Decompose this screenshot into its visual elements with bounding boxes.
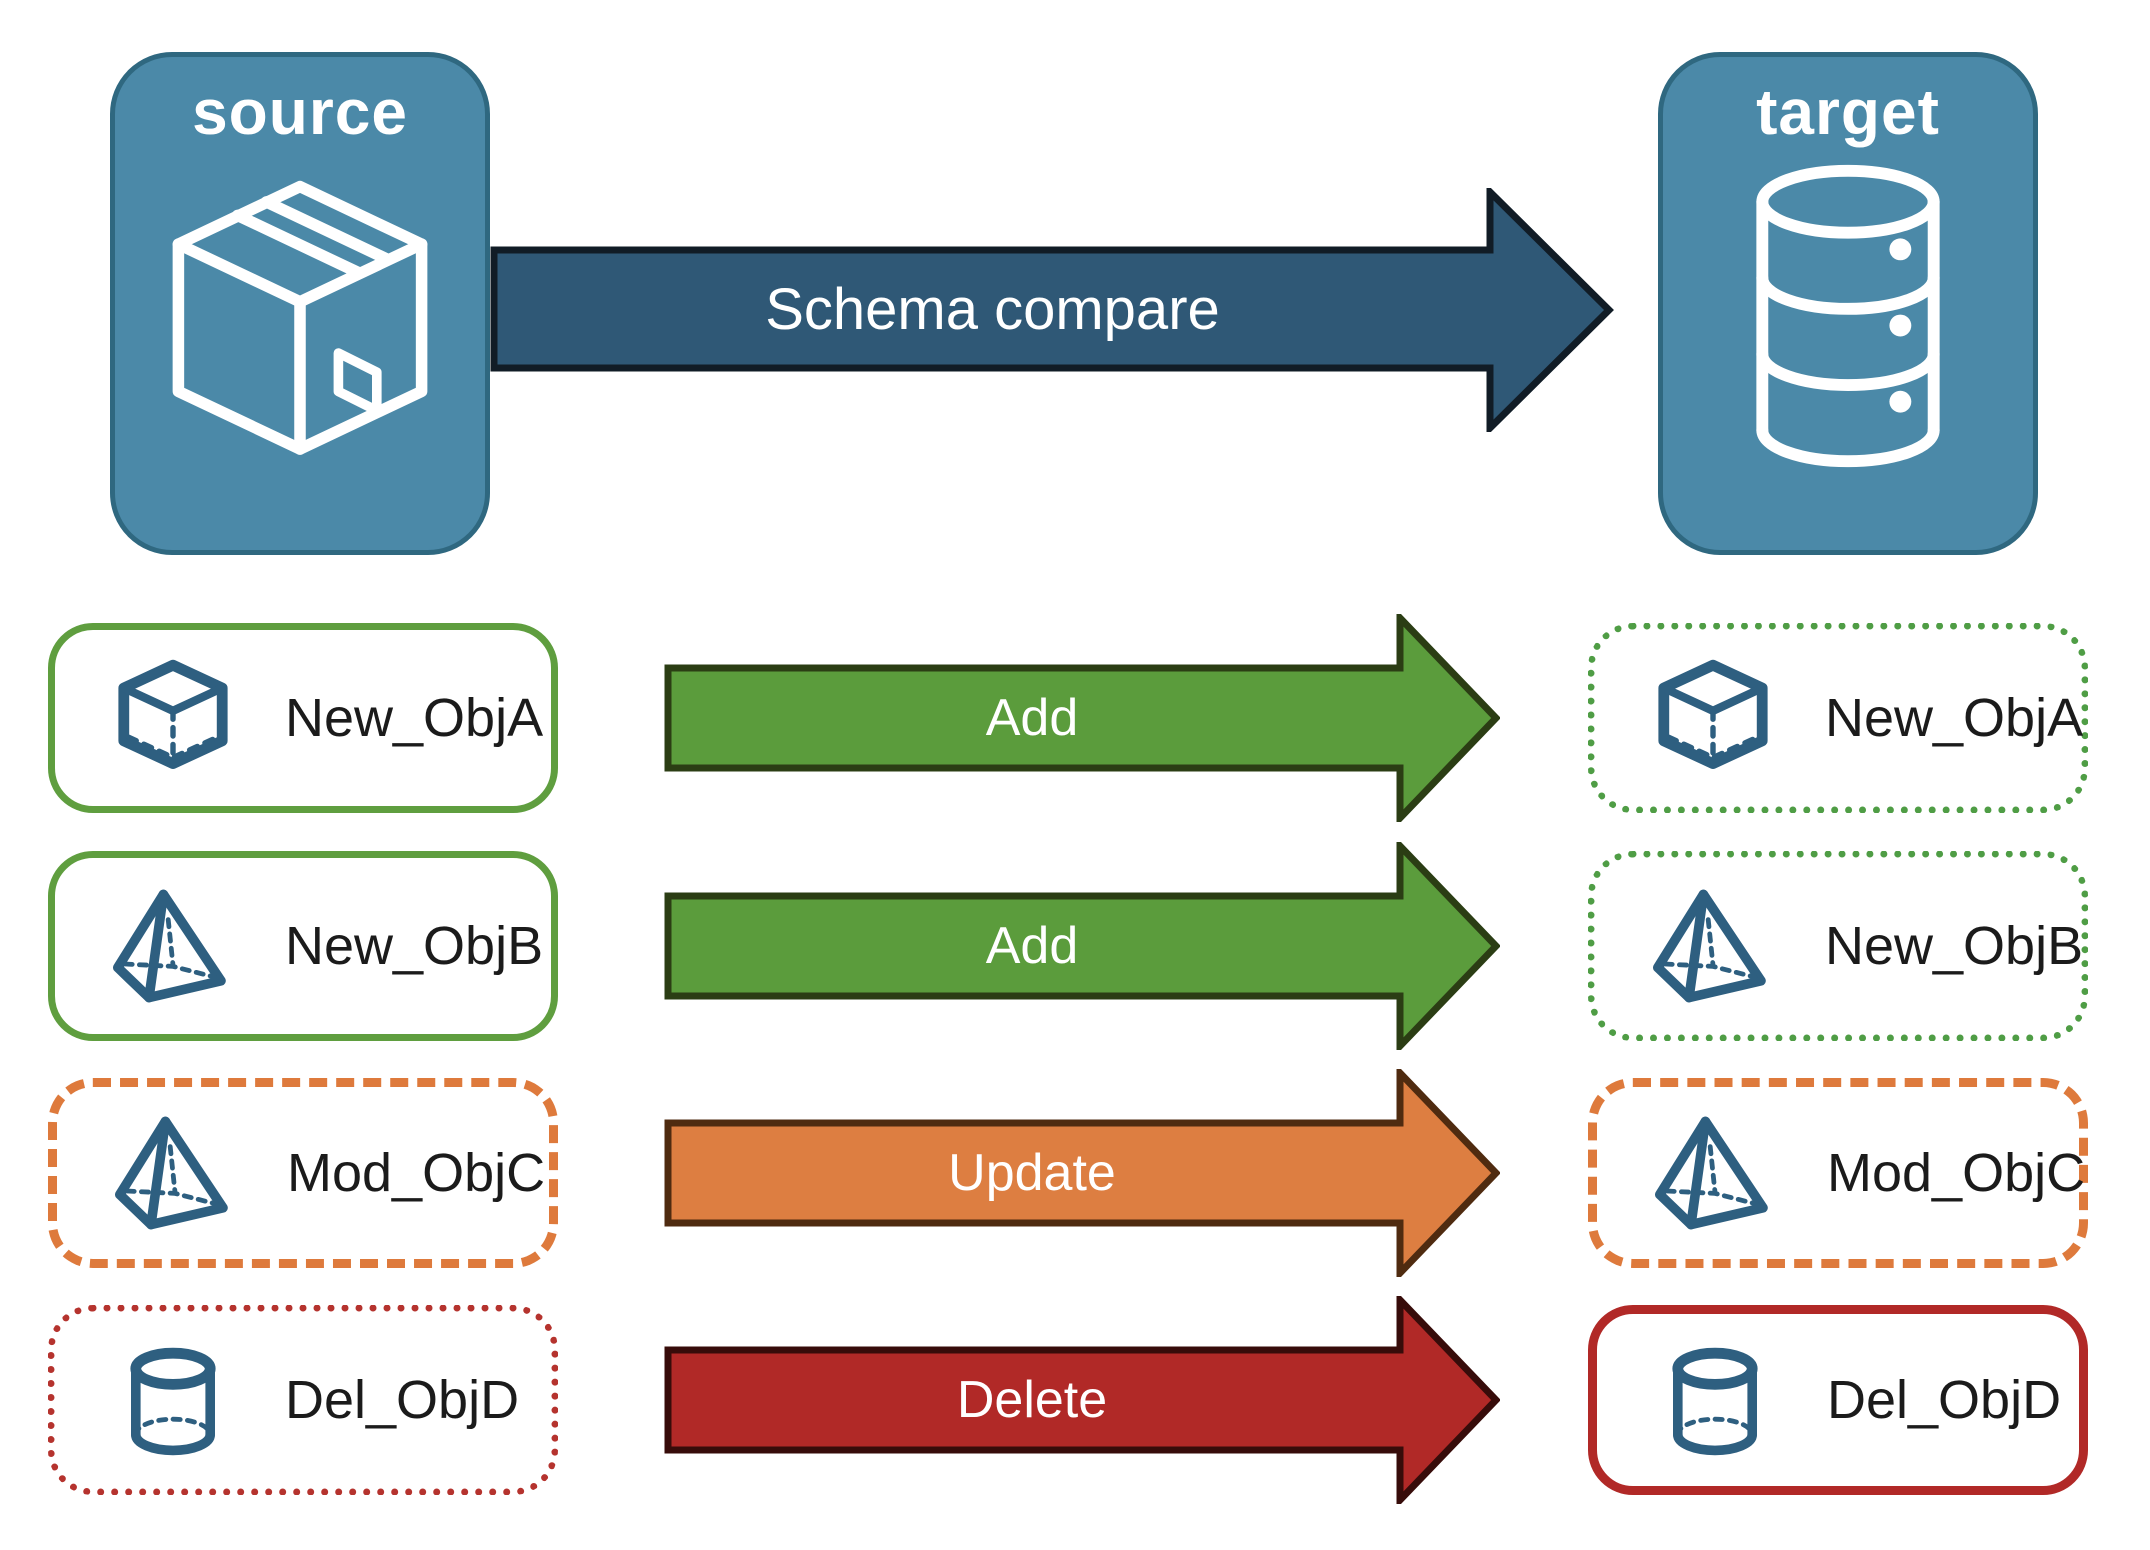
pyramid-icon bbox=[115, 1113, 235, 1233]
delete-arrow: Delete bbox=[664, 1296, 1500, 1504]
cube-icon bbox=[113, 658, 233, 778]
target-object-card: Del_ObjD bbox=[1588, 1305, 2088, 1495]
update-arrow: Update bbox=[664, 1069, 1500, 1277]
object-label: New_ObjA bbox=[1825, 688, 2084, 748]
object-label: Del_ObjD bbox=[285, 1370, 520, 1430]
add-arrow-label: Add bbox=[985, 689, 1079, 747]
add-arrow: Add bbox=[664, 614, 1500, 822]
object-label: New_ObjB bbox=[1825, 916, 2084, 976]
schema-compare-label: Schema compare bbox=[765, 276, 1220, 342]
add-arrow-label: Add bbox=[985, 917, 1079, 975]
source-object-card: New_ObjB bbox=[48, 851, 558, 1041]
object-label: Del_ObjD bbox=[1827, 1370, 2062, 1430]
database-icon bbox=[1729, 161, 1967, 476]
source-node: source bbox=[110, 52, 490, 555]
object-label: Mod_ObjC bbox=[287, 1143, 546, 1203]
source-object-card: New_ObjA bbox=[48, 623, 558, 813]
pyramid-icon bbox=[1655, 1113, 1775, 1233]
target-node-label: target bbox=[1756, 76, 1940, 148]
target-node: target bbox=[1658, 52, 2038, 555]
source-object-card: Del_ObjD bbox=[48, 1305, 558, 1495]
pyramid-icon bbox=[113, 886, 233, 1006]
cylinder-icon bbox=[113, 1340, 233, 1460]
target-object-card: New_ObjB bbox=[1588, 851, 2088, 1041]
update-arrow-label: Update bbox=[948, 1144, 1116, 1202]
object-label: Mod_ObjC bbox=[1827, 1143, 2086, 1203]
target-object-card: Mod_ObjC bbox=[1588, 1078, 2088, 1268]
source-object-card: Mod_ObjC bbox=[48, 1078, 558, 1268]
schema-compare-arrow: Schema compare bbox=[490, 188, 1615, 432]
package-box-icon bbox=[140, 161, 460, 486]
delete-arrow-label: Delete bbox=[956, 1371, 1108, 1429]
target-object-card: New_ObjA bbox=[1588, 623, 2088, 813]
cylinder-icon bbox=[1655, 1340, 1775, 1460]
add-arrow: Add bbox=[664, 842, 1500, 1050]
pyramid-icon bbox=[1653, 886, 1773, 1006]
object-label: New_ObjA bbox=[285, 688, 544, 748]
object-label: New_ObjB bbox=[285, 916, 544, 976]
source-node-label: source bbox=[192, 76, 408, 148]
cube-icon bbox=[1653, 658, 1773, 778]
